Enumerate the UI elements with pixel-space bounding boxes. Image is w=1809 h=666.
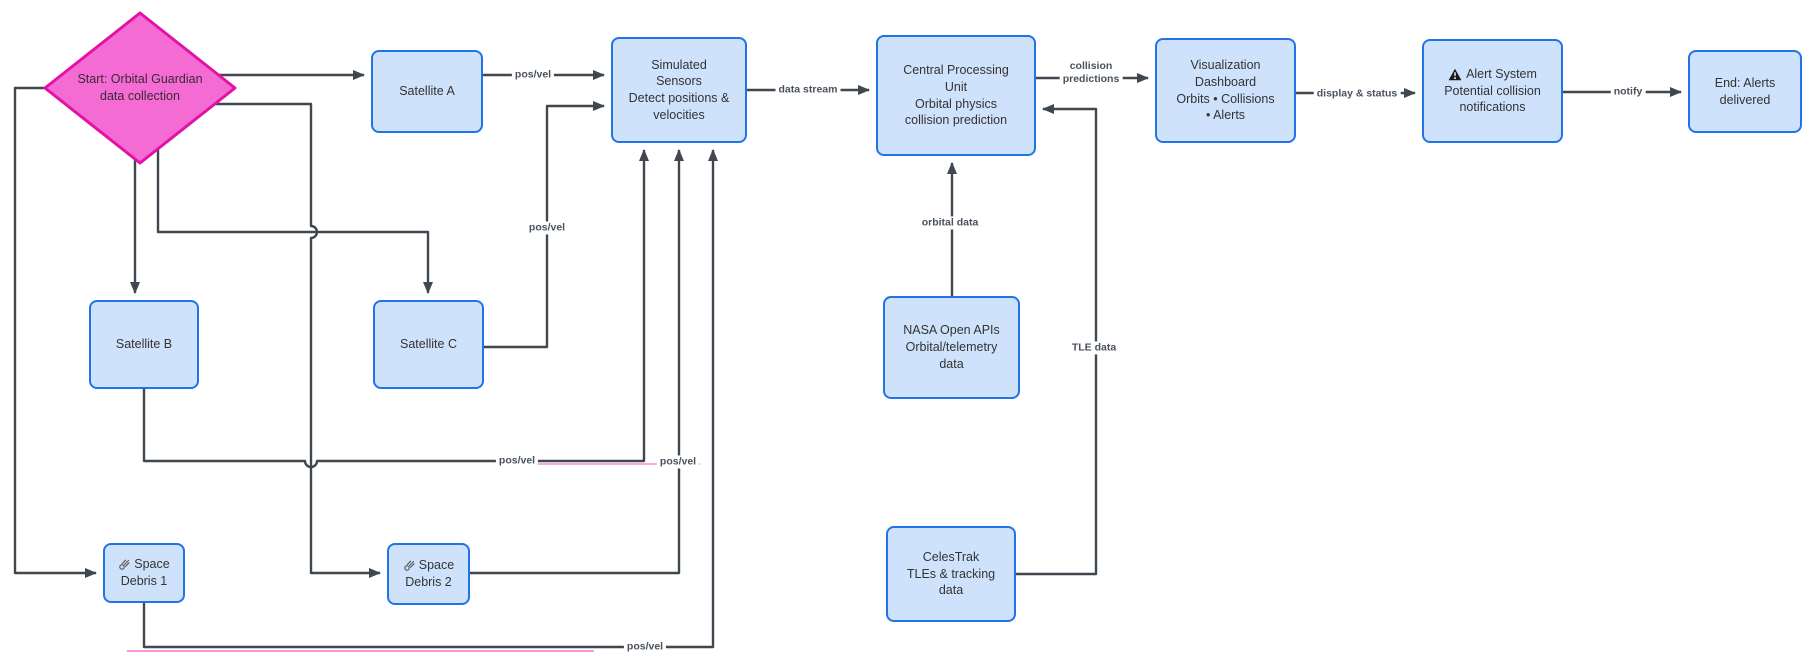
edge-label-display-status: display & status (1313, 87, 1401, 101)
node-alert-system: Alert System Potential collision notific… (1422, 39, 1563, 143)
node-space-debris-1: Space Debris 1 (103, 543, 185, 603)
edge-label-tle-data: TLE data (1068, 341, 1120, 355)
node-visualization-dashboard: Visualization Dashboard Orbits • Collisi… (1155, 38, 1296, 143)
comet-icon (403, 560, 415, 572)
node-start: Start: Orbital Guardian data collection (77, 71, 203, 104)
edge-label-collision-predictions: collision predictions (1059, 59, 1123, 87)
warning-icon (1448, 68, 1462, 81)
node-celestrak: CelesTrak TLEs & tracking data (886, 526, 1016, 622)
edge-label-pos-vel-debris2: pos/vel (656, 455, 700, 469)
edge-label-pos-vel-satellite-b: pos/vel (495, 454, 539, 468)
node-central-processing-unit: Central Processing Unit Orbital physics … (876, 35, 1036, 156)
node-end: End: Alerts delivered (1688, 50, 1802, 133)
edge-label-pos-vel-satellite-a: pos/vel (511, 68, 555, 82)
edge-start-to-satellite-c (156, 136, 433, 294)
edge-label-pos-vel-satellite-c: pos/vel (525, 221, 569, 235)
node-nasa-open-apis: NASA Open APIs Orbital/telemetry data (883, 296, 1020, 399)
node-space-debris-2: Space Debris 2 (387, 543, 470, 605)
node-satellite-a: Satellite A (371, 50, 483, 133)
edge-label-notify: notify (1610, 85, 1646, 99)
edge-debris1-to-sensors (142, 149, 718, 649)
edge-start-to-debris2 (210, 102, 381, 578)
edge-label-data-stream: data stream (775, 83, 841, 97)
node-satellite-c: Satellite C (373, 300, 484, 389)
start-diamond-shape (43, 11, 237, 165)
edge-debris2-to-sensors (470, 149, 684, 575)
edge-start-to-debris1 (13, 86, 97, 578)
edge-label-orbital-data: orbital data (918, 216, 982, 230)
node-simulated-sensors: Simulated Sensors Detect positions & vel… (611, 37, 747, 143)
comet-icon (118, 559, 130, 571)
node-satellite-b: Satellite B (89, 300, 199, 389)
node-start-label: Start: Orbital Guardian (77, 71, 203, 86)
edge-label-pos-vel-debris1: pos/vel (623, 640, 667, 654)
edge-satellite-b-to-sensors (142, 149, 649, 469)
